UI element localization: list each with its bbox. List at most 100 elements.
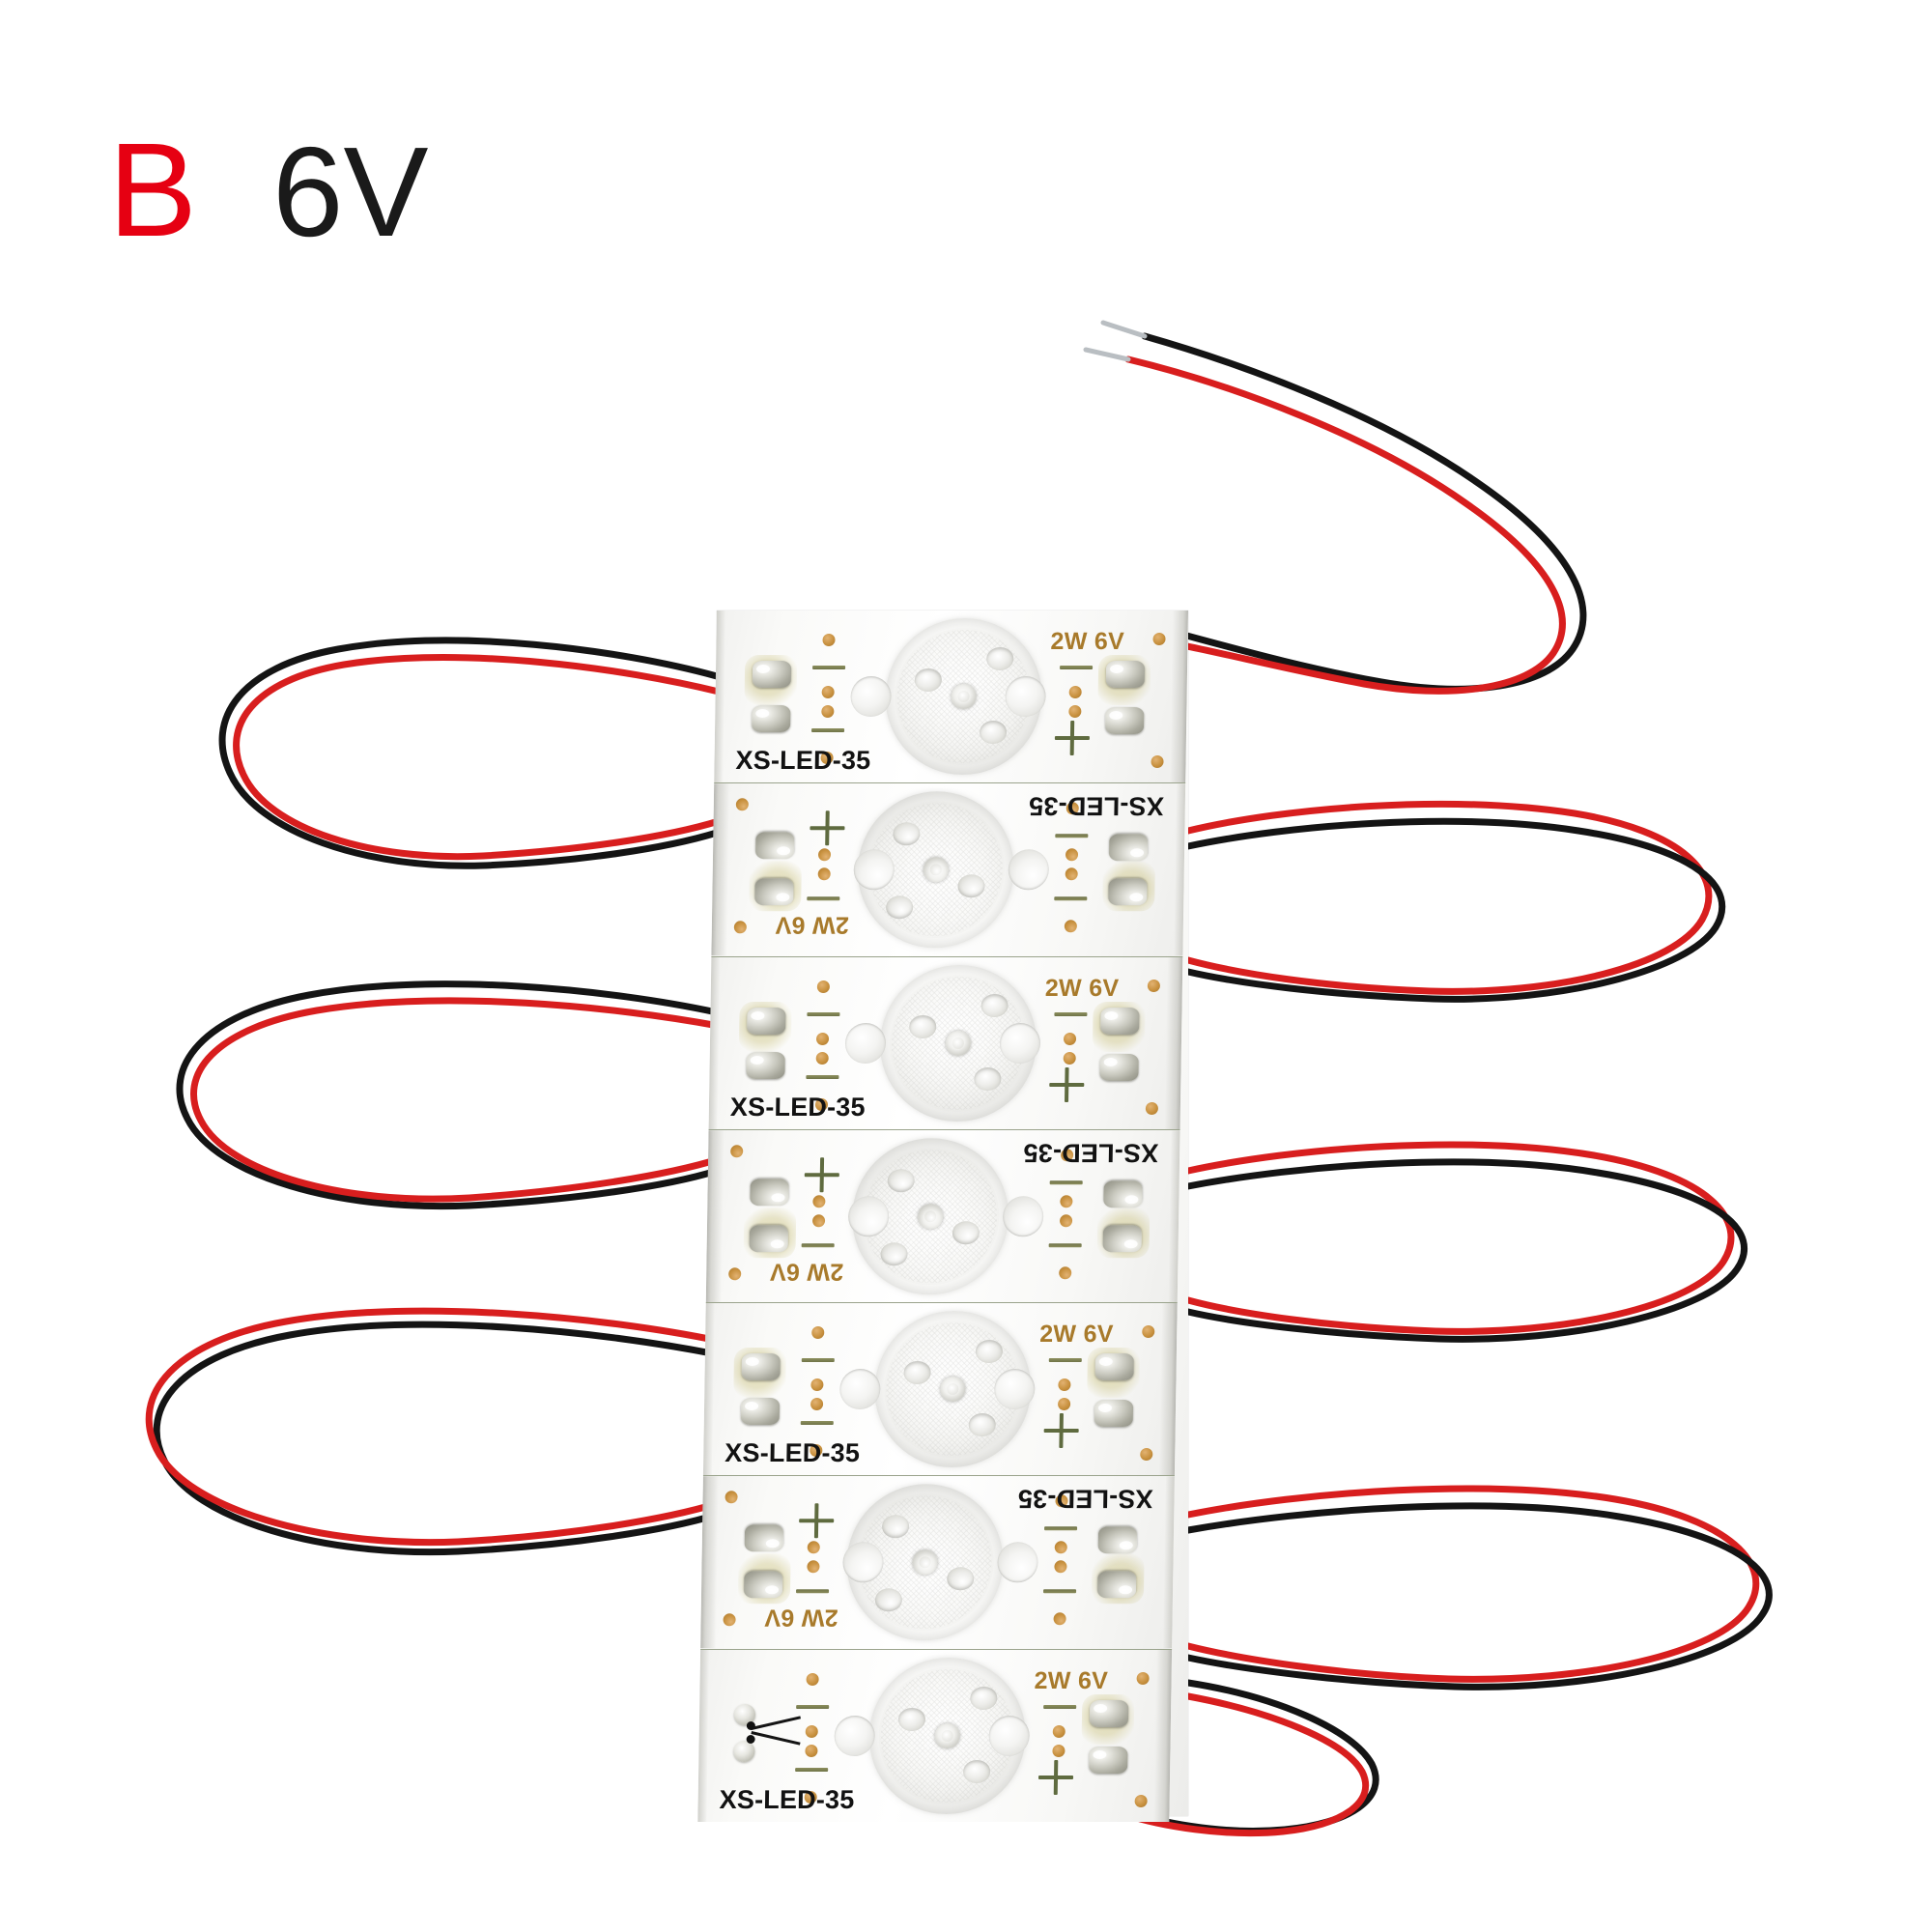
led-board-segment[interactable]: XS-LED-35 2W 6V xyxy=(702,1303,1178,1477)
lens-dimple xyxy=(909,1014,937,1038)
via-pad xyxy=(805,1724,818,1738)
positive-marking xyxy=(799,1504,835,1539)
cut-solder-pad[interactable] xyxy=(733,1740,755,1762)
solder-joint[interactable] xyxy=(752,705,791,732)
free-lead-pair xyxy=(1083,320,1587,695)
via-pad xyxy=(815,1032,830,1045)
solder-joint[interactable] xyxy=(754,878,794,906)
led-board-segment[interactable]: XS-LED-35 2W 6V xyxy=(697,1649,1173,1823)
solder-joint[interactable] xyxy=(1099,1053,1139,1081)
via-pad xyxy=(805,1744,818,1757)
solder-joint[interactable] xyxy=(1094,1353,1134,1381)
board-model-label: XS-LED-35 xyxy=(724,1438,861,1468)
via-pad xyxy=(821,686,835,698)
variant-letter: B xyxy=(108,116,198,265)
solder-joint[interactable] xyxy=(749,1225,789,1253)
solder-joint[interactable] xyxy=(1089,1746,1128,1774)
solder-joint[interactable] xyxy=(752,661,792,688)
solder-joint[interactable] xyxy=(1104,707,1145,734)
via-pad xyxy=(735,798,749,811)
negative-marking xyxy=(1043,1704,1077,1709)
via-pad xyxy=(1060,1195,1073,1208)
via-pad xyxy=(807,1560,820,1574)
led-board-segment[interactable]: XS-LED-35 2W 6V xyxy=(714,611,1188,784)
lens-dimple xyxy=(974,1066,1002,1091)
solder-joint[interactable] xyxy=(1108,834,1149,862)
wire-loop-right-1 xyxy=(1184,800,1726,1003)
solder-joint[interactable] xyxy=(1096,1571,1137,1599)
via-pad xyxy=(1054,1560,1067,1574)
via-pad xyxy=(1059,1214,1073,1228)
led-board-segment[interactable]: XS-LED-35 2W 6V xyxy=(705,1129,1180,1304)
negative-marking xyxy=(1048,1358,1082,1363)
mount-hole xyxy=(844,1022,887,1064)
board-model-label: XS-LED-35 xyxy=(1017,1484,1153,1514)
led-board-segment[interactable]: XS-LED-35 2W 6V xyxy=(708,956,1183,1130)
led-die xyxy=(934,1722,960,1748)
via-pad xyxy=(1053,1612,1066,1626)
solder-joint[interactable] xyxy=(1108,878,1148,906)
solder-joint[interactable] xyxy=(1105,661,1146,688)
cut-wire-stub xyxy=(751,1730,801,1746)
mount-hole xyxy=(839,1369,881,1410)
via-pad xyxy=(1065,867,1078,881)
via-pad xyxy=(1063,1032,1077,1045)
via-pad xyxy=(1145,1101,1159,1115)
via-pad xyxy=(1058,1378,1071,1392)
solder-joint[interactable] xyxy=(741,1353,781,1381)
wire-loop-left-3 xyxy=(145,1307,723,1556)
solder-joint[interactable] xyxy=(744,1524,784,1552)
negative-marking xyxy=(807,1011,840,1016)
via-pad xyxy=(1142,1325,1155,1339)
solder-joint[interactable] xyxy=(1097,1526,1138,1554)
via-pad xyxy=(1152,633,1166,645)
via-pad xyxy=(810,1398,824,1411)
negative-marking xyxy=(1060,666,1094,669)
solder-joint[interactable] xyxy=(743,1571,783,1599)
via-pad xyxy=(817,867,831,881)
led-board-segment[interactable]: XS-LED-35 2W 6V xyxy=(711,783,1186,957)
positive-marking xyxy=(805,1157,840,1192)
via-pad xyxy=(817,848,832,862)
led-board-segment[interactable]: XS-LED-35 2W 6V xyxy=(700,1476,1175,1650)
board-rating-label: 2W 6V xyxy=(1044,974,1120,1002)
negative-marking xyxy=(811,728,845,732)
solder-joint[interactable] xyxy=(1100,1007,1140,1035)
board-rating-label: 2W 6V xyxy=(1039,1321,1114,1349)
solder-joint[interactable] xyxy=(747,1007,786,1035)
solder-joint[interactable] xyxy=(750,1179,789,1207)
board-edge-right xyxy=(1170,611,1188,783)
via-pad xyxy=(1134,1794,1148,1807)
led-board-strip-inner: XS-LED-35 2W 6V xyxy=(697,611,1188,1823)
solder-joint[interactable] xyxy=(1094,1400,1134,1428)
mount-hole xyxy=(1008,849,1050,891)
wire-loop-right-4 xyxy=(1117,1679,1379,1837)
solder-joint[interactable] xyxy=(754,832,795,860)
cut-wire-end xyxy=(746,1720,755,1730)
lens-dimple xyxy=(952,1221,980,1245)
mount-hole xyxy=(850,676,892,717)
board-model-label: XS-LED-35 xyxy=(1028,791,1165,821)
board-rating-label: 2W 6V xyxy=(763,1604,838,1632)
solder-joint[interactable] xyxy=(1102,1225,1143,1253)
negative-marking xyxy=(1044,1526,1078,1531)
lens-dimple xyxy=(897,1707,926,1731)
board-edge-left xyxy=(697,1649,710,1823)
board-edge-left xyxy=(1168,1129,1180,1303)
mount-hole xyxy=(999,1022,1041,1064)
wire-loop-right-3 xyxy=(1184,1485,1773,1690)
solder-joint[interactable] xyxy=(740,1398,781,1426)
lens-dimple xyxy=(970,1686,998,1710)
board-edge-right xyxy=(1164,956,1183,1129)
via-pad xyxy=(1063,1051,1076,1065)
mount-hole xyxy=(997,1542,1038,1583)
via-pad xyxy=(1059,1266,1072,1280)
solder-joint[interactable] xyxy=(1103,1180,1143,1208)
board-model-label: XS-LED-35 xyxy=(729,1092,867,1122)
mount-hole xyxy=(1002,1196,1044,1237)
board-rating-label: 2W 6V xyxy=(769,1258,844,1286)
solder-joint[interactable] xyxy=(1089,1699,1129,1727)
board-model-label: XS-LED-35 xyxy=(735,746,871,775)
solder-joint[interactable] xyxy=(746,1051,785,1079)
